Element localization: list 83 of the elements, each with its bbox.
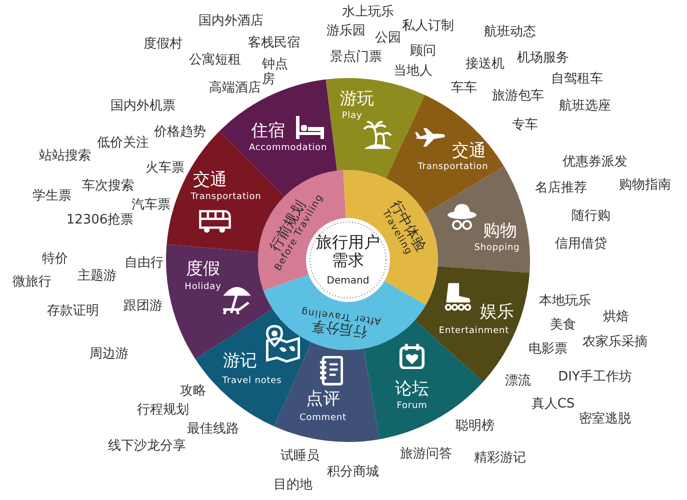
category-subtitle: Holiday: [184, 282, 222, 292]
category-title: 娱乐: [480, 303, 514, 323]
keyword-label: 自驾租车: [551, 72, 603, 88]
category-subtitle: Accommodation: [248, 142, 328, 154]
keyword-label: 农家乐采摘: [582, 336, 648, 350]
keyword-label: 国内外机票: [110, 100, 176, 114]
category-title: 点评: [306, 390, 340, 410]
category-subtitle: Comment: [300, 412, 346, 424]
category-subtitle: Play: [342, 110, 362, 122]
keyword-label: 特价: [42, 252, 68, 268]
category-subtitle: Travel notes: [222, 376, 282, 386]
keyword-label: 景点门票: [330, 50, 382, 66]
category-title: 交通: [452, 142, 486, 162]
keyword-label: DIY手工作坊: [558, 370, 632, 386]
category-title: 论坛: [395, 380, 429, 400]
keyword-label: 车车: [451, 82, 477, 96]
category-title: 交通: [193, 171, 227, 191]
keyword-label: 游乐园: [326, 24, 366, 40]
keyword-label: 主题游: [78, 270, 116, 284]
keyword-label: 本地玩乐: [539, 294, 591, 310]
keyword-label: 周边游: [90, 348, 128, 362]
category-title: 购物: [483, 222, 517, 242]
keyword-label: 信用借贷: [555, 238, 607, 252]
keyword-label: 航班动态: [484, 26, 536, 40]
keyword-label: 价格趋势: [154, 126, 206, 140]
keyword-label: 钟点房: [262, 58, 289, 88]
category-title: 游玩: [340, 90, 374, 110]
keyword-label: 客栈民宿: [248, 36, 300, 52]
keyword-label: 12306抢票: [66, 214, 134, 228]
keyword-label: 目的地: [274, 478, 312, 494]
keyword-label: 真人CS: [531, 398, 575, 412]
category-title: 住宿: [251, 122, 285, 142]
keyword-label: 火车票: [146, 162, 184, 176]
keyword-label: 私人订制: [402, 20, 454, 34]
keyword-label: 接送机: [466, 58, 504, 72]
keyword-label: 当地人: [394, 64, 432, 80]
keyword-label: 烘焙: [603, 310, 629, 326]
keyword-label: 专车: [512, 118, 538, 134]
keyword-label: 旅游包车: [492, 90, 544, 104]
keyword-label: 最佳线路: [187, 422, 239, 438]
keyword-label: 线下沙龙分享: [108, 440, 186, 454]
category-title: 游记: [223, 352, 257, 372]
category-subtitle: Shopping: [474, 242, 520, 254]
keyword-label: 度假村: [144, 38, 182, 52]
keyword-label: 行程规划: [137, 404, 189, 418]
category-title: 度假: [186, 260, 220, 280]
keyword-label: 低价关注: [97, 136, 149, 152]
keyword-label: 试睡员: [280, 450, 320, 464]
keyword-label: 购物指南: [619, 178, 671, 194]
category-subtitle: Transportation: [190, 192, 262, 202]
category-subtitle: Transportation: [418, 162, 488, 172]
keyword-label: 车次搜索: [82, 180, 134, 194]
keyword-label: 站站搜索: [39, 150, 91, 164]
keyword-label: 聪明榜: [456, 420, 494, 434]
keyword-label: 学生票: [32, 190, 72, 204]
keyword-label: 国内外酒店: [198, 14, 264, 30]
center-subtitle: Demand: [326, 275, 370, 287]
keyword-label: 积分商城: [327, 466, 379, 480]
category-subtitle: Forum: [396, 400, 428, 412]
keyword-label: 名店推荐: [535, 182, 587, 196]
keyword-label: 水上玩乐: [342, 6, 394, 20]
keyword-label: 攻略: [180, 384, 206, 400]
keyword-label: 机场服务: [517, 52, 569, 66]
keyword-label: 航班选座: [559, 100, 611, 114]
keyword-label: 跟团游: [124, 300, 162, 314]
keyword-label: 美食: [550, 318, 576, 334]
keyword-label: 电影票: [528, 342, 568, 358]
keyword-label: 公园: [375, 32, 401, 46]
keyword-label: 精彩游记: [474, 452, 526, 466]
keyword-label: 顾问: [410, 44, 436, 60]
keyword-label: 密室逃脱: [579, 412, 631, 428]
keyword-label: 微旅行: [12, 276, 52, 290]
keyword-label: 公寓短租: [189, 54, 241, 68]
keyword-label: 高端酒店: [209, 82, 261, 96]
category-subtitle: Entertainment: [438, 326, 510, 336]
center-title: 旅行用户需求: [316, 234, 381, 270]
keyword-label: 汽车票: [132, 198, 170, 214]
keyword-label: 优惠券派发: [562, 156, 628, 170]
keyword-label: 漂流: [505, 374, 531, 390]
keyword-label: 旅游问答: [400, 448, 452, 462]
keyword-label: 自由行: [124, 256, 164, 272]
keyword-label: 存款证明: [47, 304, 99, 320]
keyword-label: 随行购: [572, 210, 610, 224]
